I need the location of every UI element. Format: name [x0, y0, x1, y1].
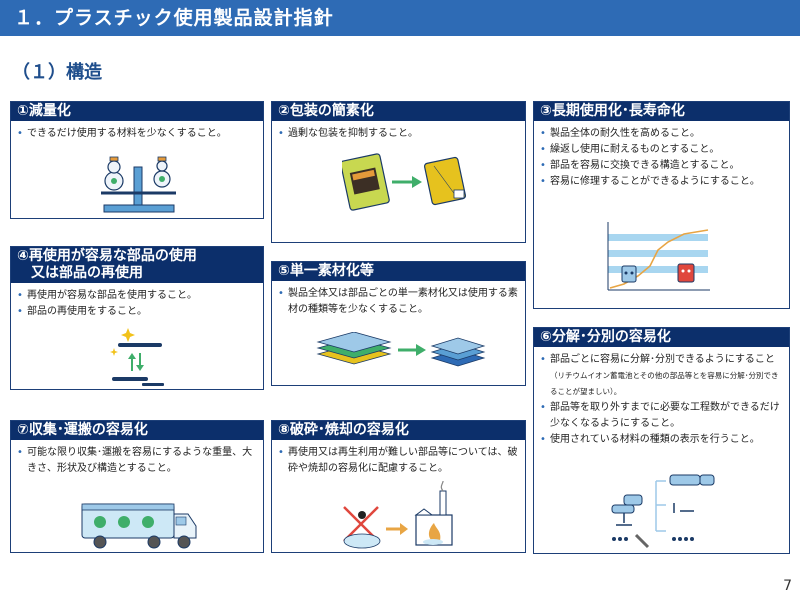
- section-heading: （１）構造: [12, 62, 102, 83]
- bullet-list: 再使用が容易な部品を使用すること。 部品の再使用をすること。: [17, 288, 257, 320]
- packaging-illustration: [342, 153, 467, 211]
- card-title: ⑤単一素材化等: [272, 262, 525, 281]
- bullet-item: 製品全体又は部品ごとの単一素材化又は使用する素材の種類等を少なくすること。: [278, 286, 519, 318]
- card-title: ④再使用が容易な部品の使用 又は部品の再使用: [11, 247, 263, 283]
- card-crushing-incineration: ⑧破砕･焼却の容易化 再使用又は再生利用が難しい部品等については、破砕や焼却の容…: [271, 420, 526, 553]
- card-title: ③長期使用化･長寿命化: [534, 102, 789, 121]
- bullet-item: 部品ごとに容易に分解･分別できるようにすること （リチウムイオン蓄電池とその他の部…: [540, 352, 783, 400]
- card-disassembly-sorting: ⑥分解･分別の容易化 部品ごとに容易に分解･分別できるようにすること （リチウムイ…: [533, 327, 790, 554]
- bullet-item: 容易に修理することができるようにすること。: [540, 174, 783, 190]
- balance-scale-illustration: [101, 156, 176, 213]
- bullet-list: 製品全体の耐久性を高めること。 繰返し使用に耐えるものとすること。 部品を容易に…: [540, 126, 783, 190]
- card-title: ①減量化: [11, 102, 263, 121]
- bullet-item: 再使用が容易な部品を使用すること。: [17, 288, 257, 304]
- page-title: １．プラスチック使用製品設計指針: [14, 7, 334, 29]
- card-single-material: ⑤単一素材化等 製品全体又は部品ごとの単一素材化又は使用する素材の種類等を少なく…: [271, 261, 526, 386]
- bullet-item: 過剰な包装を抑制すること。: [278, 126, 519, 142]
- bullet-item: できるだけ使用する材料を少なくすること。: [17, 126, 257, 142]
- bullet-list: 過剰な包装を抑制すること。: [278, 126, 519, 142]
- durability-graph-illustration: [607, 222, 710, 291]
- card-title: ⑧破砕･焼却の容易化: [272, 421, 525, 440]
- page-title-bar: １．プラスチック使用製品設計指針: [0, 0, 800, 36]
- incineration-illustration: [343, 481, 453, 549]
- collection-truck-illustration: [81, 503, 197, 549]
- card-title-line: 又は部品の再使用: [17, 265, 143, 281]
- bullet-item: 部品等を取り外すまでに必要な工程数ができるだけ少なくなるようにすること。: [540, 400, 783, 432]
- page-number: 7: [783, 578, 792, 594]
- bullet-item: 製品全体の耐久性を高めること。: [540, 126, 783, 142]
- bullet-item: 部品の再使用をすること。: [17, 304, 257, 320]
- bullet-item: 再使用又は再生利用が難しい部品等については、破砕や焼却の容易化に配慮すること。: [278, 445, 519, 477]
- card-weight-reduction: ①減量化 できるだけ使用する材料を少なくすること。: [10, 101, 264, 219]
- bullet-list: 再使用又は再生利用が難しい部品等については、破砕や焼却の容易化に配慮すること。: [278, 445, 519, 477]
- bullet-item: 可能な限り収集･運搬を容易にするような重量、大きさ、形状及び構造とすること。: [17, 445, 257, 477]
- card-title: ⑥分解･分別の容易化: [534, 328, 789, 347]
- bullet-item-note: （リチウムイオン蓄電池とその他の部品等とを容易に分解･分別できることが望ましい）…: [550, 371, 779, 396]
- bullet-list: 部品ごとに容易に分解･分別できるようにすること （リチウムイオン蓄電池とその他の部…: [540, 352, 783, 448]
- card-reusable-parts: ④再使用が容易な部品の使用 又は部品の再使用 再使用が容易な部品を使用すること。…: [10, 246, 264, 390]
- bullet-item: 使用されている材料の種類の表示を行うこと。: [540, 432, 783, 448]
- bullet-item: 繰返し使用に耐えるものとすること。: [540, 142, 783, 158]
- chair-disassembly-illustration: [611, 474, 715, 549]
- card-title: ②包装の簡素化: [272, 102, 525, 121]
- card-title-line: ④再使用が容易な部品の使用: [17, 248, 197, 264]
- bullet-list: 製品全体又は部品ごとの単一素材化又は使用する素材の種類等を少なくすること。: [278, 286, 519, 318]
- card-title: ⑦収集･運搬の容易化: [11, 421, 263, 440]
- material-layers-illustration: [316, 332, 486, 367]
- bullet-item-main: 部品ごとに容易に分解･分別できるようにすること: [550, 354, 775, 365]
- bullet-list: できるだけ使用する材料を少なくすること。: [17, 126, 257, 142]
- card-packaging-simplification: ②包装の簡素化 過剰な包装を抑制すること。: [271, 101, 526, 243]
- card-long-term-use: ③長期使用化･長寿命化 製品全体の耐久性を高めること。 繰返し使用に耐えるものと…: [533, 101, 790, 309]
- bullet-list: 可能な限り収集･運搬を容易にするような重量、大きさ、形状及び構造とすること。: [17, 445, 257, 477]
- card-collection-transport: ⑦収集･運搬の容易化 可能な限り収集･運搬を容易にするような重量、大きさ、形状及…: [10, 420, 264, 553]
- pen-refill-illustration: [110, 328, 164, 386]
- bullet-item: 部品を容易に交換できる構造とすること。: [540, 158, 783, 174]
